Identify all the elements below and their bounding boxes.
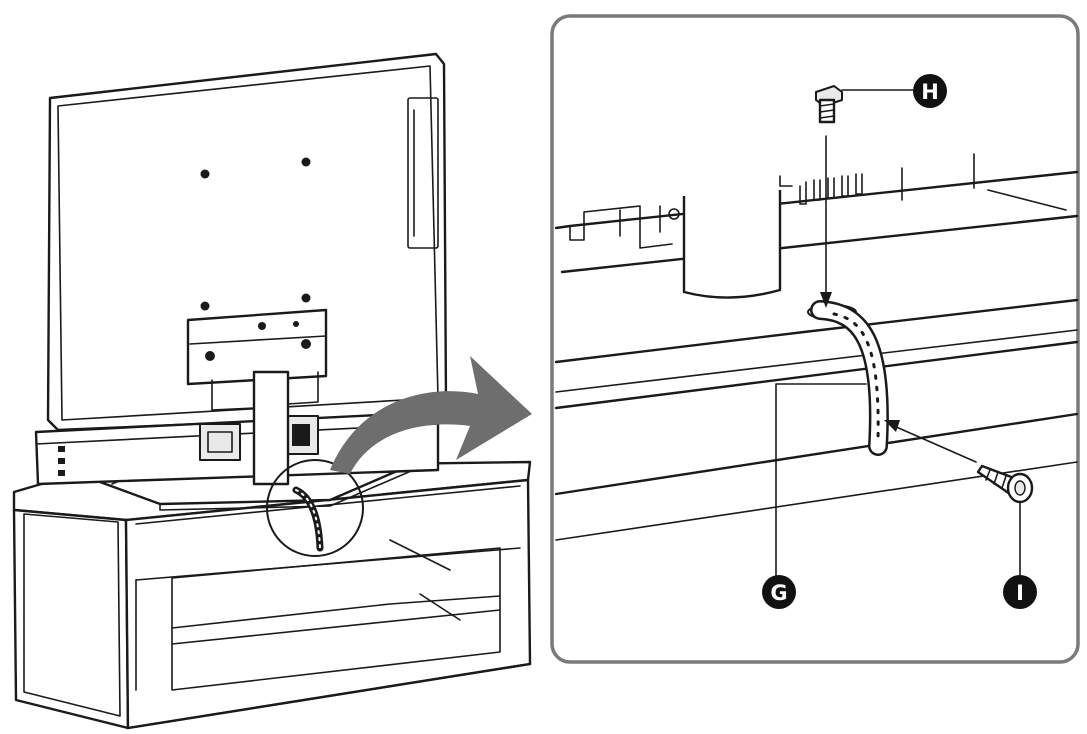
tv-stand-neck <box>186 308 328 486</box>
callout-h-label: H <box>921 80 939 104</box>
zoom-arrow <box>330 356 532 474</box>
detail-panel: H G I <box>550 14 1080 664</box>
tv-on-stand-illustration <box>12 52 532 730</box>
insert-arrow-i <box>893 425 977 463</box>
callout-g: G <box>762 575 796 609</box>
tv-cabinet <box>12 460 532 730</box>
wood-screw-icon <box>976 464 1034 504</box>
callout-i: I <box>1003 575 1037 609</box>
zoom-circle <box>266 459 364 557</box>
screw-icon <box>815 85 843 124</box>
leader-g <box>775 383 867 579</box>
callout-h: H <box>913 74 947 108</box>
securing-belt <box>810 300 889 456</box>
tv-bottom-edge <box>554 153 1079 299</box>
callout-g-label: G <box>770 581 787 605</box>
callout-i-label: I <box>1016 581 1024 605</box>
